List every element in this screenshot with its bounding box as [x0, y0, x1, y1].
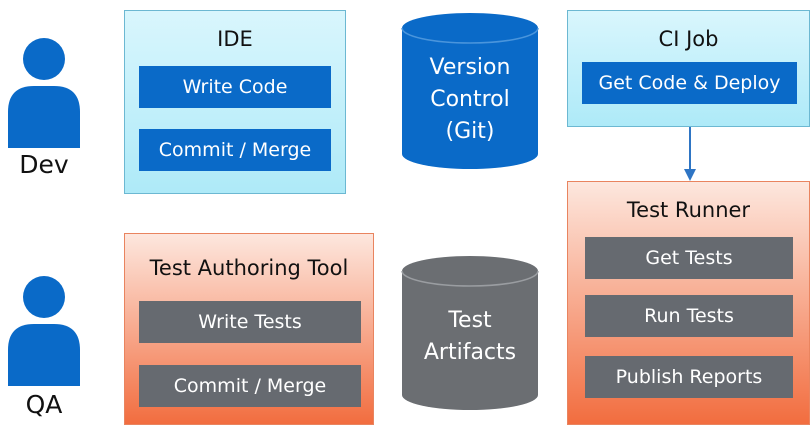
version-control-line-2: Control [430, 87, 510, 112]
ide-commit-merge-step: Commit / Merge [139, 129, 331, 171]
publish-reports-step: Publish Reports [585, 356, 793, 398]
version-control-line-1: Version [429, 55, 511, 80]
ide-title: IDE [217, 27, 253, 51]
ide-panel: IDE Write Code Commit / Merge [124, 10, 346, 194]
ci-job-panel: CI Job Get Code & Deploy [567, 10, 810, 127]
test-artifacts-line-2: Artifacts [423, 340, 517, 365]
dev-person-icon [4, 36, 84, 148]
version-control-line-3: (Git) [445, 119, 495, 144]
test-runner-title: Test Runner [626, 198, 751, 222]
write-code-step: Write Code [139, 66, 331, 108]
qa-person-icon [4, 274, 84, 386]
get-tests-step: Get Tests [585, 237, 793, 279]
version-control-cylinder: Version Control (Git) [401, 12, 539, 170]
ci-to-runner-arrow [682, 127, 698, 187]
write-tests-step: Write Tests [139, 301, 361, 343]
test-artifacts-line-1: Test [448, 308, 492, 333]
qa-label: QA [25, 390, 63, 419]
test-authoring-panel: Test Authoring Tool Write Tests Commit /… [124, 233, 374, 425]
dev-label: Dev [19, 150, 69, 179]
run-tests-step: Run Tests [585, 295, 793, 337]
test-artifacts-cylinder: Test Artifacts [401, 255, 539, 411]
test-artifacts-label: Test Artifacts [401, 305, 539, 369]
version-control-label: Version Control (Git) [401, 52, 539, 148]
get-code-deploy-step: Get Code & Deploy [582, 62, 797, 104]
ci-job-title: CI Job [658, 27, 719, 51]
test-commit-merge-step: Commit / Merge [139, 365, 361, 407]
test-authoring-title: Test Authoring Tool [149, 256, 349, 280]
test-runner-panel: Test Runner Get Tests Run Tests Publish … [567, 181, 810, 425]
